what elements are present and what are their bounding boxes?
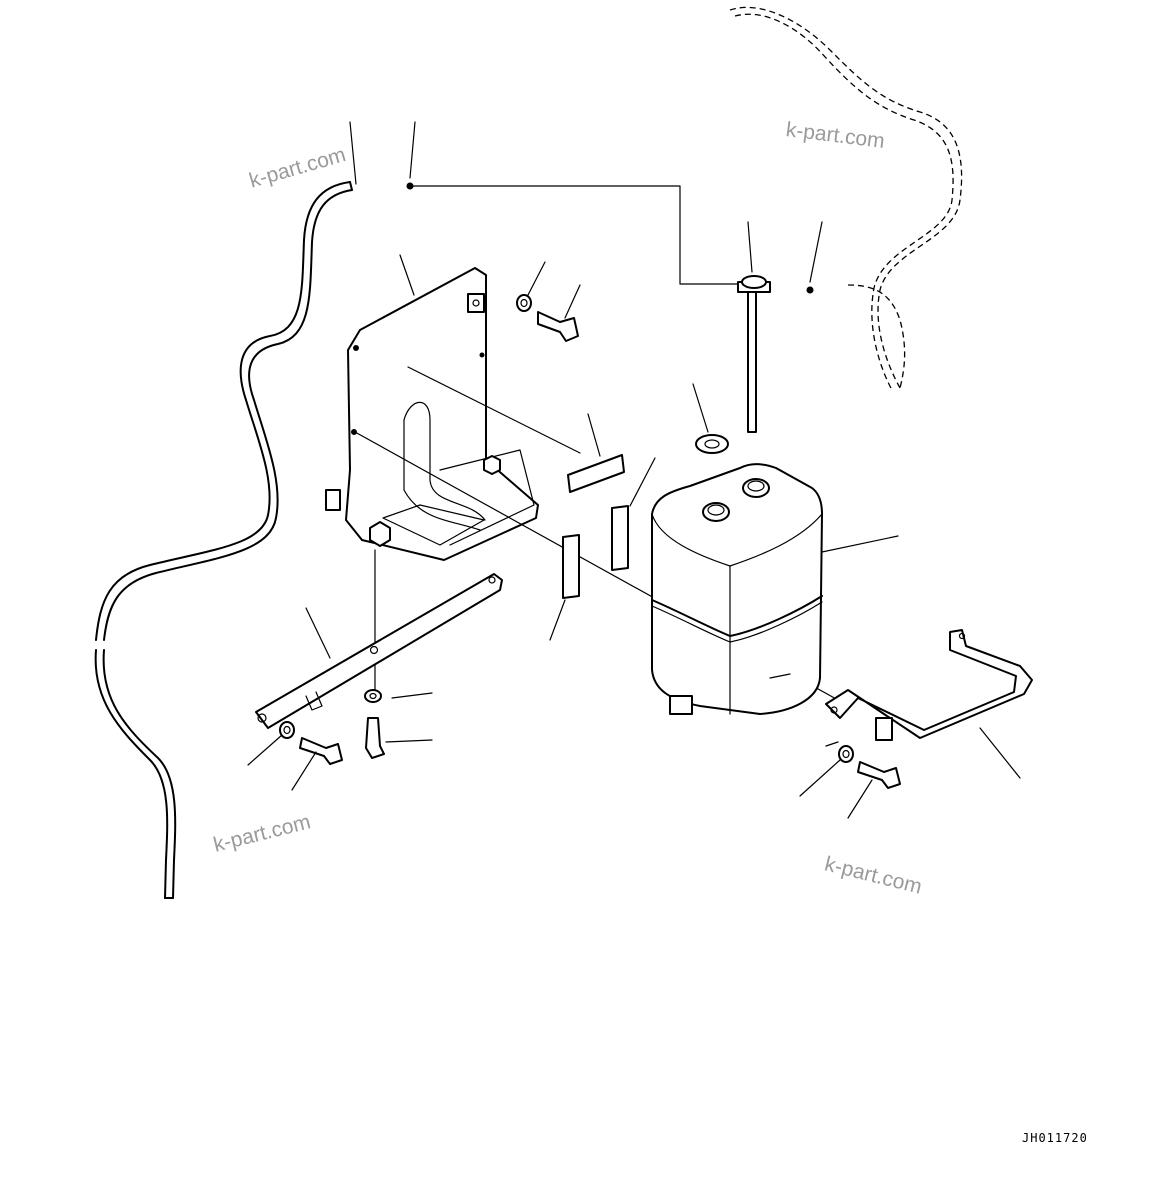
- dashed-hose: [729, 6, 963, 391]
- level-sensor: [692, 221, 823, 454]
- right-bolts: [799, 741, 901, 819]
- drawing-code: JH011720: [1022, 1131, 1088, 1145]
- right-strap: [825, 629, 1033, 779]
- washer-tank: [651, 463, 899, 715]
- top-bolt: [516, 261, 581, 342]
- lower-bolts: [247, 689, 433, 791]
- mounting-bracket: [325, 254, 539, 561]
- left-hose: [94, 121, 357, 899]
- lower-strap: [255, 573, 503, 729]
- rubber-pads: [549, 413, 656, 641]
- air-tube-line: [406, 121, 751, 285]
